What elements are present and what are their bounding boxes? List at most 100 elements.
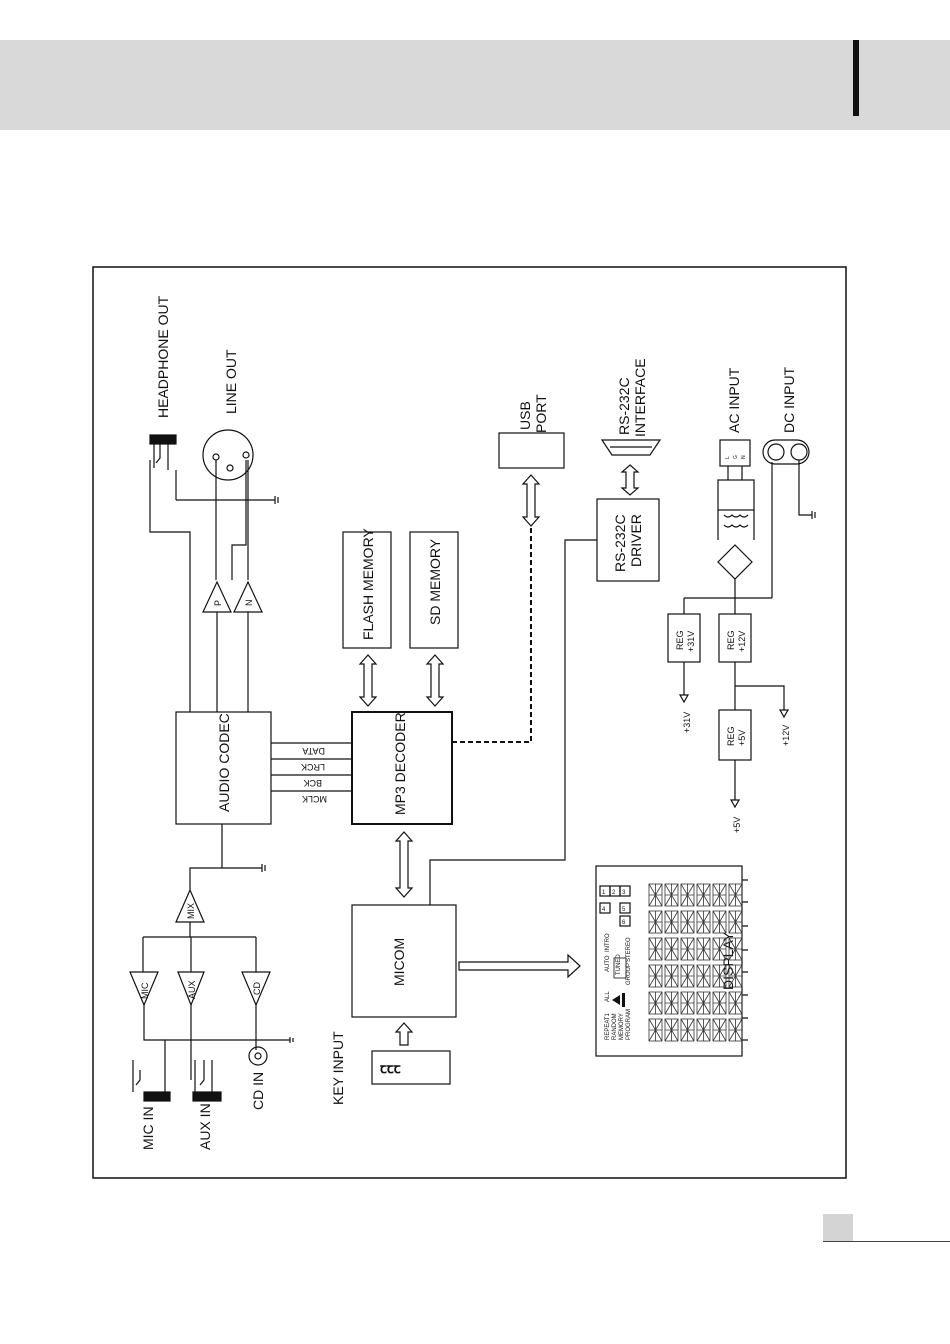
segment-lines	[728, 883, 743, 907]
usb-port-label-1: USB	[517, 401, 533, 430]
segment-lines	[664, 964, 679, 988]
sd-mp3-arrow	[425, 654, 445, 707]
segment-lines	[648, 964, 663, 988]
amp-mic	[129, 971, 159, 1007]
preset-1: 1	[602, 890, 606, 896]
segment-lines	[696, 883, 711, 907]
reg-12v-label: REG	[726, 630, 736, 650]
segment-lines	[712, 910, 727, 934]
key-input-label: KEY INPUT	[330, 1031, 346, 1105]
micom-display-arrow	[458, 953, 581, 979]
segment-lines	[680, 910, 695, 934]
display-group: GROUP	[626, 963, 632, 985]
segment-lines	[680, 991, 695, 1015]
flash-memory-block	[342, 531, 392, 649]
amp-n	[233, 580, 263, 613]
segment-lines	[712, 937, 727, 961]
segment-lines	[696, 910, 711, 934]
reg-5v-label: REG	[726, 726, 736, 746]
ac-pin-n: N	[741, 455, 747, 459]
out-12v-label: +12V	[781, 725, 791, 746]
header-mark	[853, 40, 859, 116]
sig-lrck-label: LRCK	[301, 762, 325, 772]
page-number-box	[823, 1214, 853, 1242]
segment-lines	[664, 1018, 679, 1042]
mp3-micom-arrow	[394, 831, 414, 898]
segment-lines	[664, 991, 679, 1015]
segment-lines	[696, 1018, 711, 1042]
bridge-rectifier	[717, 544, 753, 580]
flash-memory-label: FLASH MEMORY	[360, 528, 376, 640]
sig-mclk-label: MCLK	[302, 794, 327, 804]
header-band	[0, 40, 950, 130]
line-out-connector	[202, 429, 254, 481]
segment-digits	[648, 883, 743, 1042]
usb-arrow	[521, 474, 541, 527]
sig-bck-label: BCK	[303, 778, 322, 788]
segment-lines	[648, 937, 663, 961]
segment-lines	[680, 1018, 695, 1042]
preset-2: 2	[612, 890, 616, 896]
mp3-decoder-block	[351, 711, 453, 825]
usb-port-block	[498, 432, 565, 469]
cd-amp-label: CD	[252, 982, 262, 995]
segment-lines	[696, 964, 711, 988]
segment-lines	[712, 991, 727, 1015]
pause-indicator-icon	[622, 993, 625, 1007]
cd-in-jack	[248, 1046, 268, 1066]
reg-5v-value: +5V	[737, 730, 747, 746]
display-memory: MEMORY	[619, 1013, 625, 1040]
segment-lines	[680, 883, 695, 907]
segment-lines	[664, 910, 679, 934]
aux-amp-label: AUX	[187, 980, 197, 999]
ac-pin-g: G	[733, 455, 739, 459]
segment-lines	[648, 991, 663, 1015]
preset-6: 6	[622, 920, 626, 926]
headphone-jack	[149, 434, 177, 445]
mix-label: MIX	[186, 903, 196, 919]
rs232c-arrow	[620, 464, 640, 496]
segment-lines	[712, 883, 727, 907]
segment-lines	[728, 910, 743, 934]
dc-input-connector	[762, 439, 810, 465]
display-intro: INTRO	[605, 933, 611, 952]
diagram-frame	[92, 266, 847, 1179]
cd-in-label: CD IN	[250, 1072, 266, 1110]
preset-5: 5	[622, 907, 626, 913]
amp-p-label: P	[213, 600, 223, 606]
display-all: ALL	[605, 991, 611, 1002]
usb-port-label-2: PORT	[533, 394, 549, 433]
micom-label: MICOM	[391, 938, 407, 986]
mic-amp-label: MIC	[140, 982, 150, 999]
ac-input-label: AC INPUT	[726, 367, 742, 433]
mp3-decoder-label: MP3 DECODER	[392, 712, 408, 815]
reg-31v-value: +31V	[686, 631, 696, 652]
segment-lines	[728, 1018, 743, 1042]
aux-in-label: AUX IN	[197, 1103, 213, 1150]
out-5v-label: +5V	[732, 817, 742, 833]
sd-memory-label: SD MEMORY	[427, 538, 443, 625]
flash-mp3-arrow	[358, 654, 378, 707]
headphone-out-label: HEADPHONE OUT	[155, 295, 171, 418]
audio-codec-label: AUDIO CODEC	[216, 713, 232, 812]
mic-in-label: MIC IN	[140, 1106, 156, 1150]
segment-lines	[696, 937, 711, 961]
display-panel	[595, 865, 743, 1057]
segment-lines	[728, 937, 743, 961]
segment-lines	[728, 964, 743, 988]
mic-in-jack	[143, 1091, 171, 1102]
segment-lines	[696, 991, 711, 1015]
display-label: DISPLAY	[720, 931, 736, 990]
rs232c-connector	[600, 439, 662, 456]
key-input-block	[371, 1050, 451, 1085]
preset-3: 3	[622, 890, 626, 896]
display-tuned: TUNED	[616, 954, 622, 975]
key-input-arrow	[394, 1022, 414, 1046]
rs232c-interface-label-2: INTERFACE	[632, 358, 648, 437]
display-auto: AUTO	[605, 955, 611, 972]
display-random: RANDOM	[612, 1013, 618, 1040]
amp-n-label: N	[244, 600, 254, 607]
display-program: PROGRAM	[626, 1009, 632, 1040]
segment-lines	[664, 883, 679, 907]
display-repeat1: REPEAT1	[605, 1012, 611, 1040]
